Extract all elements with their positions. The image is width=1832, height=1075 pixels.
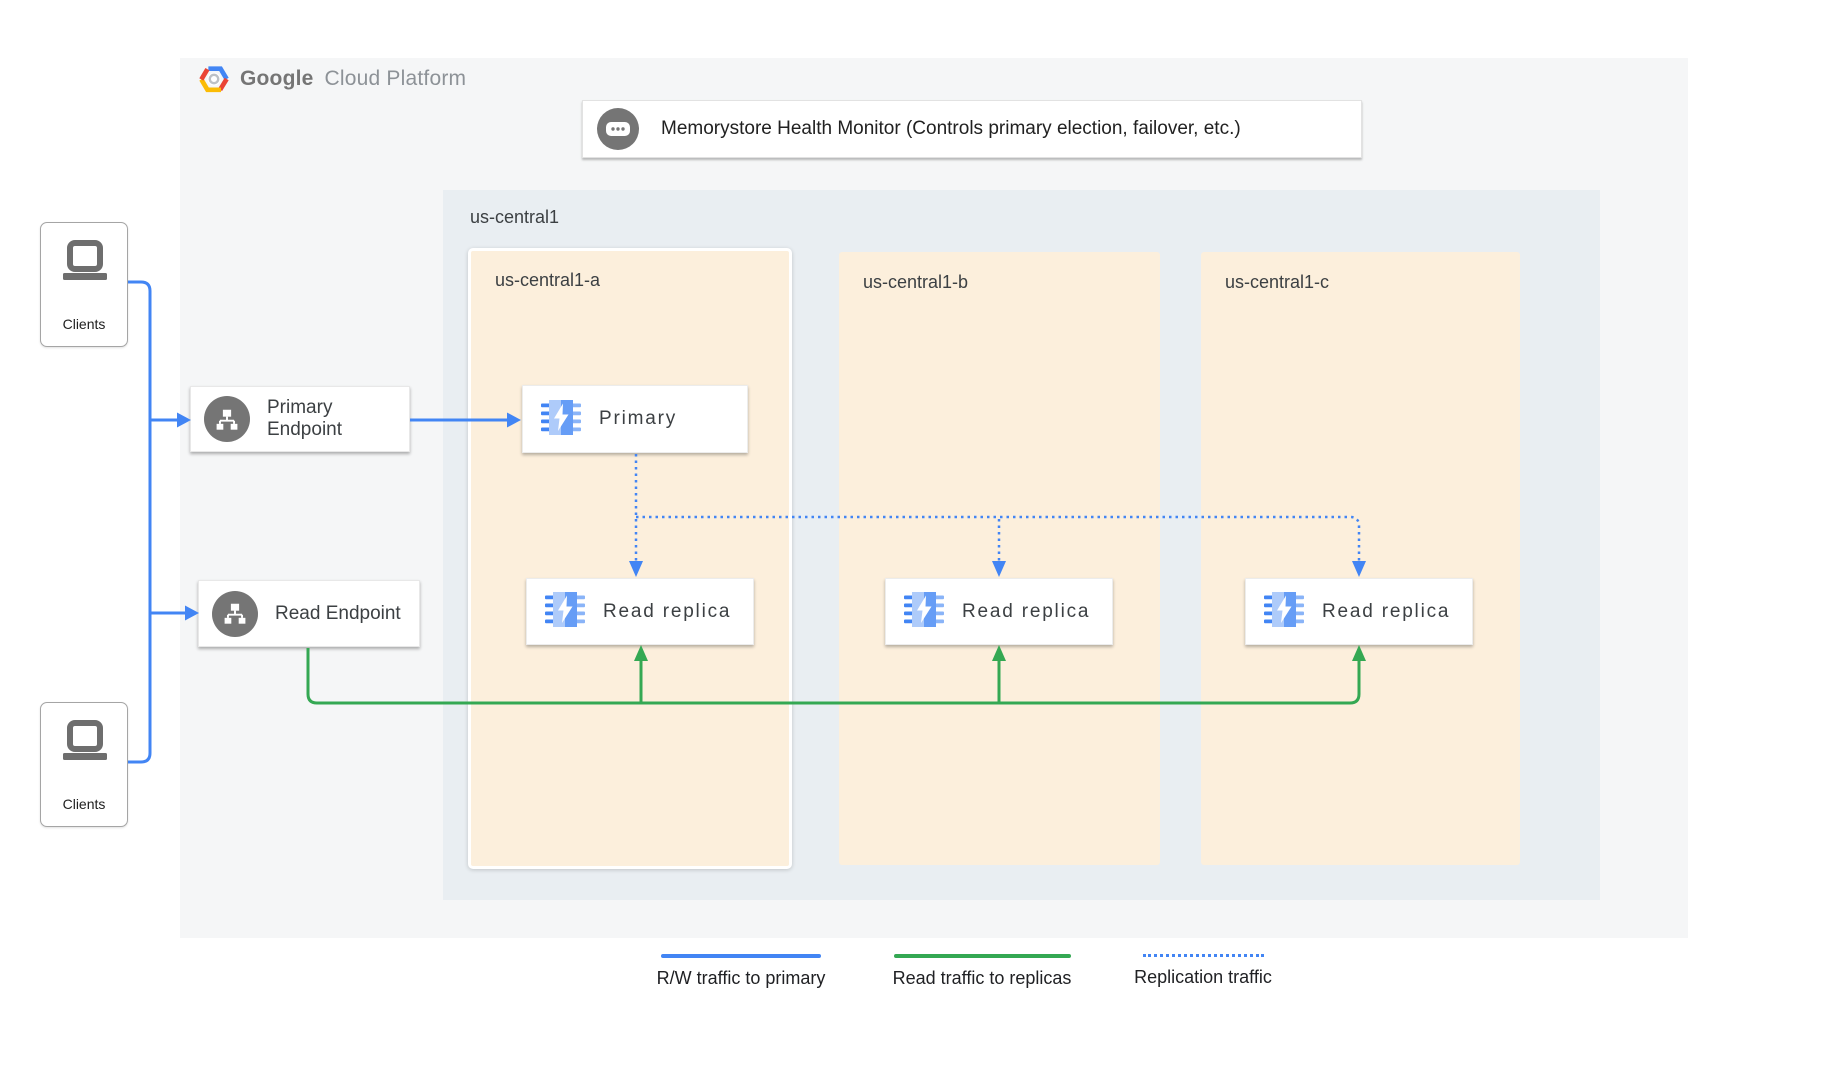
legend-read-label: Read traffic to replicas: [892, 968, 1072, 988]
zone-b-label: us-central1-b: [863, 272, 969, 292]
memorystore-icon: [541, 397, 581, 442]
zone-c-label: us-central1-c: [1225, 272, 1330, 292]
clients-box-bottom: Clients: [40, 702, 128, 827]
laptop-icon: [63, 720, 107, 760]
health-monitor-label: Memorystore Health Monitor (Controls pri…: [661, 118, 1241, 139]
logo-suffix-text: Cloud Platform: [324, 67, 467, 90]
memorystore-icon: [1264, 589, 1304, 634]
legend-dotted-line: [1142, 954, 1264, 957]
logo-brand-text: Google: [240, 67, 314, 90]
legend-rw-label: R/W traffic to primary: [656, 968, 826, 988]
region-label: us-central1: [470, 207, 560, 227]
zone-us-central1-b: us-central1-b: [839, 252, 1160, 865]
ellipsis-icon: [597, 108, 639, 150]
sitemap-icon: [212, 590, 258, 637]
gcp-logo: Google Cloud Platform: [199, 62, 466, 96]
health-monitor-card: Memorystore Health Monitor (Controls pri…: [582, 100, 1362, 158]
zone-us-central1-c: us-central1-c: [1201, 252, 1520, 865]
zone-us-central1-a: us-central1-a: [468, 248, 792, 869]
legend-replication-traffic: Replication traffic: [1131, 954, 1275, 988]
legend-blue-line: [661, 954, 821, 958]
primary-endpoint-label: Primary Endpoint: [267, 397, 343, 440]
read-replica-c-card: Read replica: [1245, 578, 1473, 645]
zone-a-label: us-central1-a: [495, 270, 601, 290]
primary-endpoint-card: Primary Endpoint: [190, 386, 410, 452]
memorystore-icon: [904, 589, 944, 634]
read-replica-a-card: Read replica: [526, 578, 754, 645]
legend-rw-traffic: R/W traffic to primary: [655, 954, 827, 989]
primary-node-label: Primary: [599, 408, 678, 429]
clients-label: Clients: [62, 796, 106, 812]
legend-read-traffic: Read traffic to replicas: [891, 954, 1073, 989]
sitemap-icon: [204, 396, 250, 442]
legend-green-line: [893, 954, 1071, 958]
read-replica-c-label: Read replica: [1322, 600, 1451, 622]
read-replica-b-label: Read replica: [962, 600, 1091, 622]
read-replica-b-card: Read replica: [885, 578, 1113, 645]
primary-node-card: Primary: [522, 385, 748, 453]
clients-box-top: Clients: [40, 222, 128, 347]
memorystore-icon: [545, 589, 585, 634]
read-endpoint-card: Read Endpoint: [198, 580, 420, 647]
gcp-hexagon-icon: [199, 65, 229, 93]
read-replica-a-label: Read replica: [603, 600, 732, 622]
read-endpoint-label: Read Endpoint: [275, 602, 401, 624]
legend-replication-label: Replication traffic: [1134, 967, 1272, 987]
laptop-icon: [63, 240, 107, 280]
clients-label: Clients: [62, 316, 106, 332]
